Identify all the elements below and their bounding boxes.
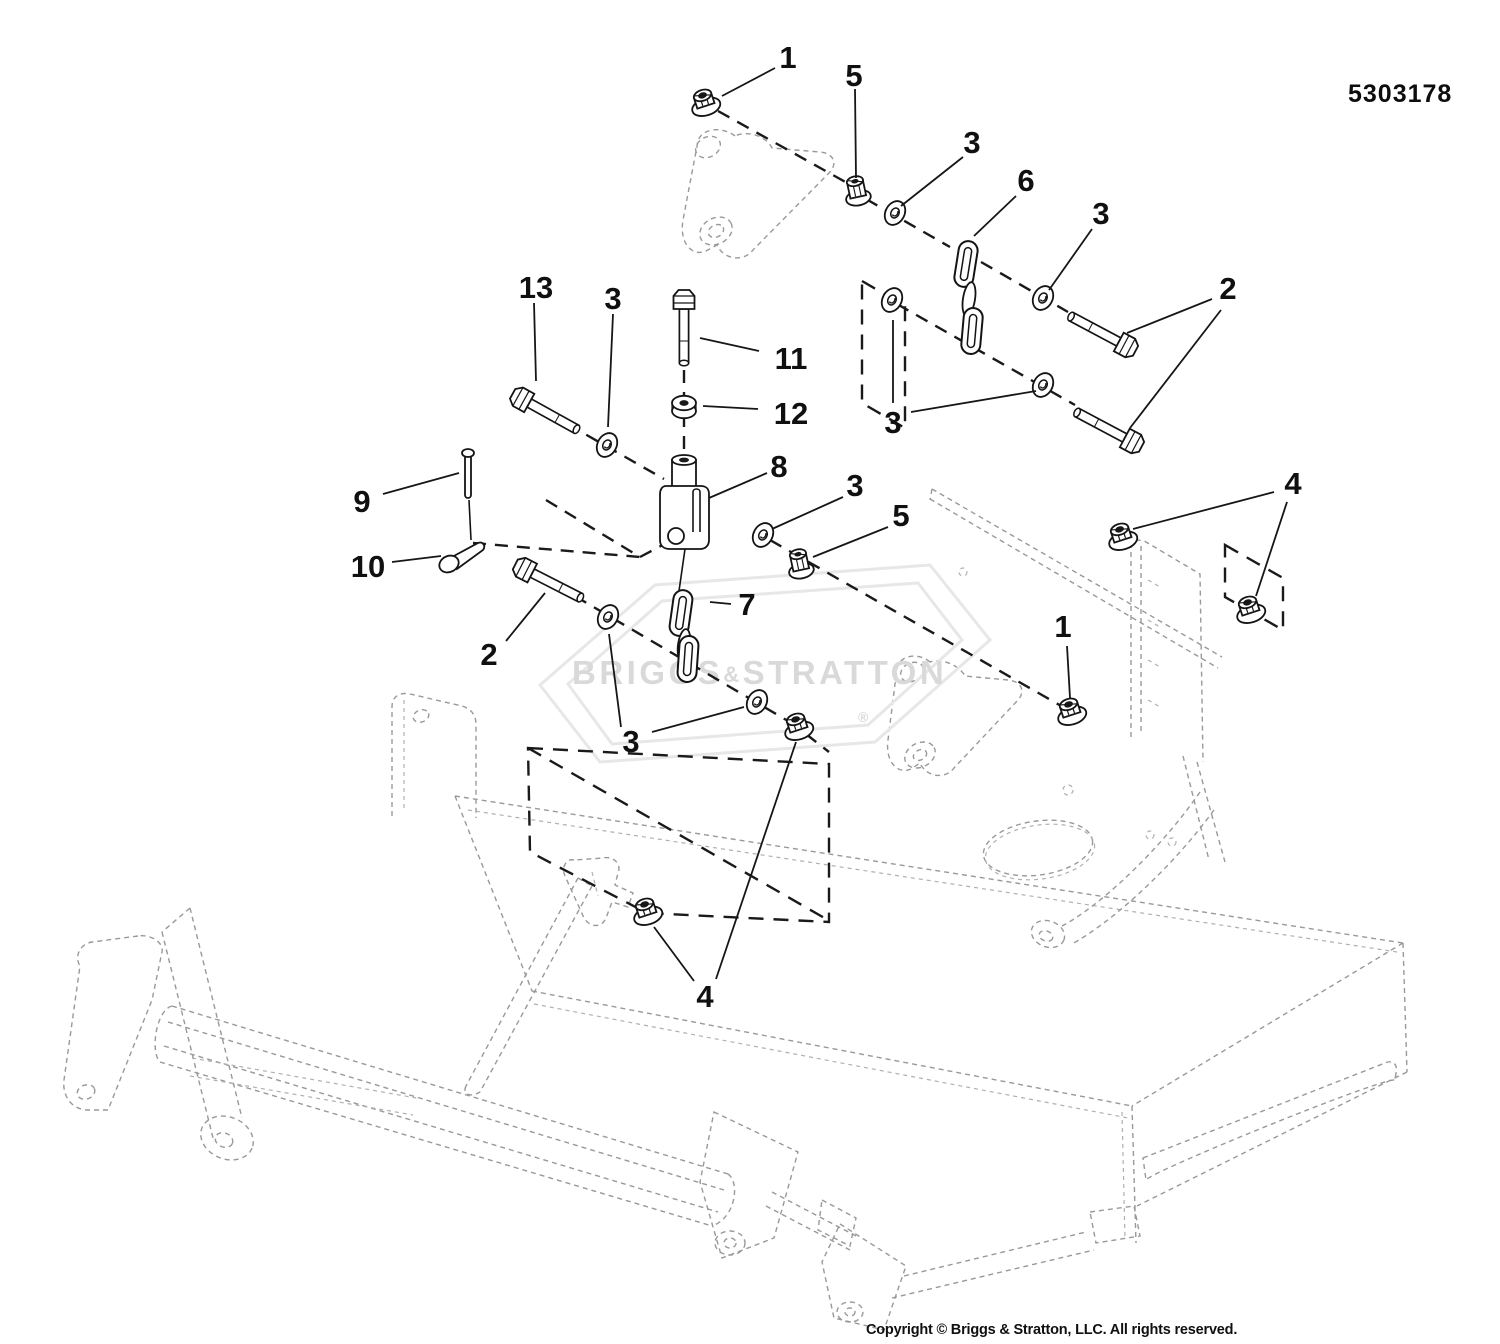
watermark-brand-left: BRIGGS <box>572 654 723 691</box>
hex-bolt-part2 <box>1068 401 1148 458</box>
chain-part7 <box>667 587 701 684</box>
diagram-part-number: 5303178 <box>1348 80 1453 108</box>
callout-numbers: 1 5 3 6 3 2 13 3 11 12 8 9 10 2 7 3 3 5 … <box>351 40 1303 1014</box>
callout-3-washer: 3 <box>846 468 863 503</box>
callout-leader-lines <box>382 67 1288 982</box>
flange-nut-part1 <box>686 84 724 121</box>
washer-part3 <box>592 600 624 634</box>
watermark-registered-icon: ® <box>858 709 872 725</box>
hex-nut-part12 <box>671 394 697 420</box>
flange-nut-part4 <box>1103 518 1141 555</box>
flange-nut-part1 <box>1052 693 1090 730</box>
clevis-pin-part10 <box>438 541 486 574</box>
flange-nut-part4 <box>628 893 666 930</box>
watermark-brand-right: STRATTON <box>743 654 948 691</box>
flange-nut-part4 <box>1231 591 1269 628</box>
callout-8-chain-anchor: 8 <box>770 449 787 484</box>
chain-part6 <box>952 238 985 356</box>
copyright-notice: Copyright © Briggs & Stratton, LLC. All … <box>866 1322 1238 1338</box>
briggs-stratton-watermark: BRIGGS&STRATTON ® <box>537 563 993 764</box>
callout-4-flange-nut: 4 <box>1284 466 1302 501</box>
callout-1-flange-nut: 1 <box>779 40 796 75</box>
washer-part3 <box>1027 368 1059 402</box>
pin-part9 <box>461 448 475 541</box>
callout-12-hex-nut: 12 <box>774 396 808 431</box>
hardware-parts <box>438 84 1269 930</box>
washer-part3 <box>747 518 779 552</box>
hex-bolt-part11 <box>672 289 696 367</box>
callout-3-washer: 3 <box>604 281 621 316</box>
callout-13-bolt: 13 <box>519 270 553 305</box>
callout-3-washer: 3 <box>622 724 639 759</box>
callout-10-clevis-pin: 10 <box>351 549 385 584</box>
chain-anchor-part8 <box>659 454 710 592</box>
panel-right <box>1223 542 1285 633</box>
callout-5-lock-nut: 5 <box>845 58 862 93</box>
callout-1-flange-nut: 1 <box>1054 609 1071 644</box>
lock-nut-part5 <box>840 173 874 209</box>
washer-part3 <box>1027 281 1059 315</box>
washer-part3 <box>741 685 773 719</box>
hex-bolt-part13 <box>506 383 585 441</box>
callout-7-chain: 7 <box>738 587 755 622</box>
callout-11-bolt: 11 <box>775 341 808 376</box>
panel-lower-edge <box>527 746 829 922</box>
assembly-axis-lines <box>472 109 1076 753</box>
callout-5-lock-nut: 5 <box>892 498 909 533</box>
callout-2-bolt: 2 <box>480 637 497 672</box>
callout-9-pin: 9 <box>353 484 370 519</box>
hex-bolt-part2 <box>509 554 589 610</box>
svg-text:BRIGGS&STRATTON: BRIGGS&STRATTON <box>572 654 947 691</box>
callout-2-bolt: 2 <box>1219 271 1236 306</box>
callout-6-chain: 6 <box>1017 163 1034 198</box>
washer-part3 <box>876 283 908 317</box>
washer-part3 <box>591 428 623 462</box>
callout-3-washer: 3 <box>963 125 980 160</box>
callout-4-flange-nut: 4 <box>696 979 714 1014</box>
watermark-ampersand: & <box>723 662 742 687</box>
callout-3-washer: 3 <box>1092 196 1109 231</box>
panel-lower <box>526 746 831 924</box>
callout-3-washer: 3 <box>884 405 901 440</box>
mower-deck-outline <box>63 129 1408 1331</box>
